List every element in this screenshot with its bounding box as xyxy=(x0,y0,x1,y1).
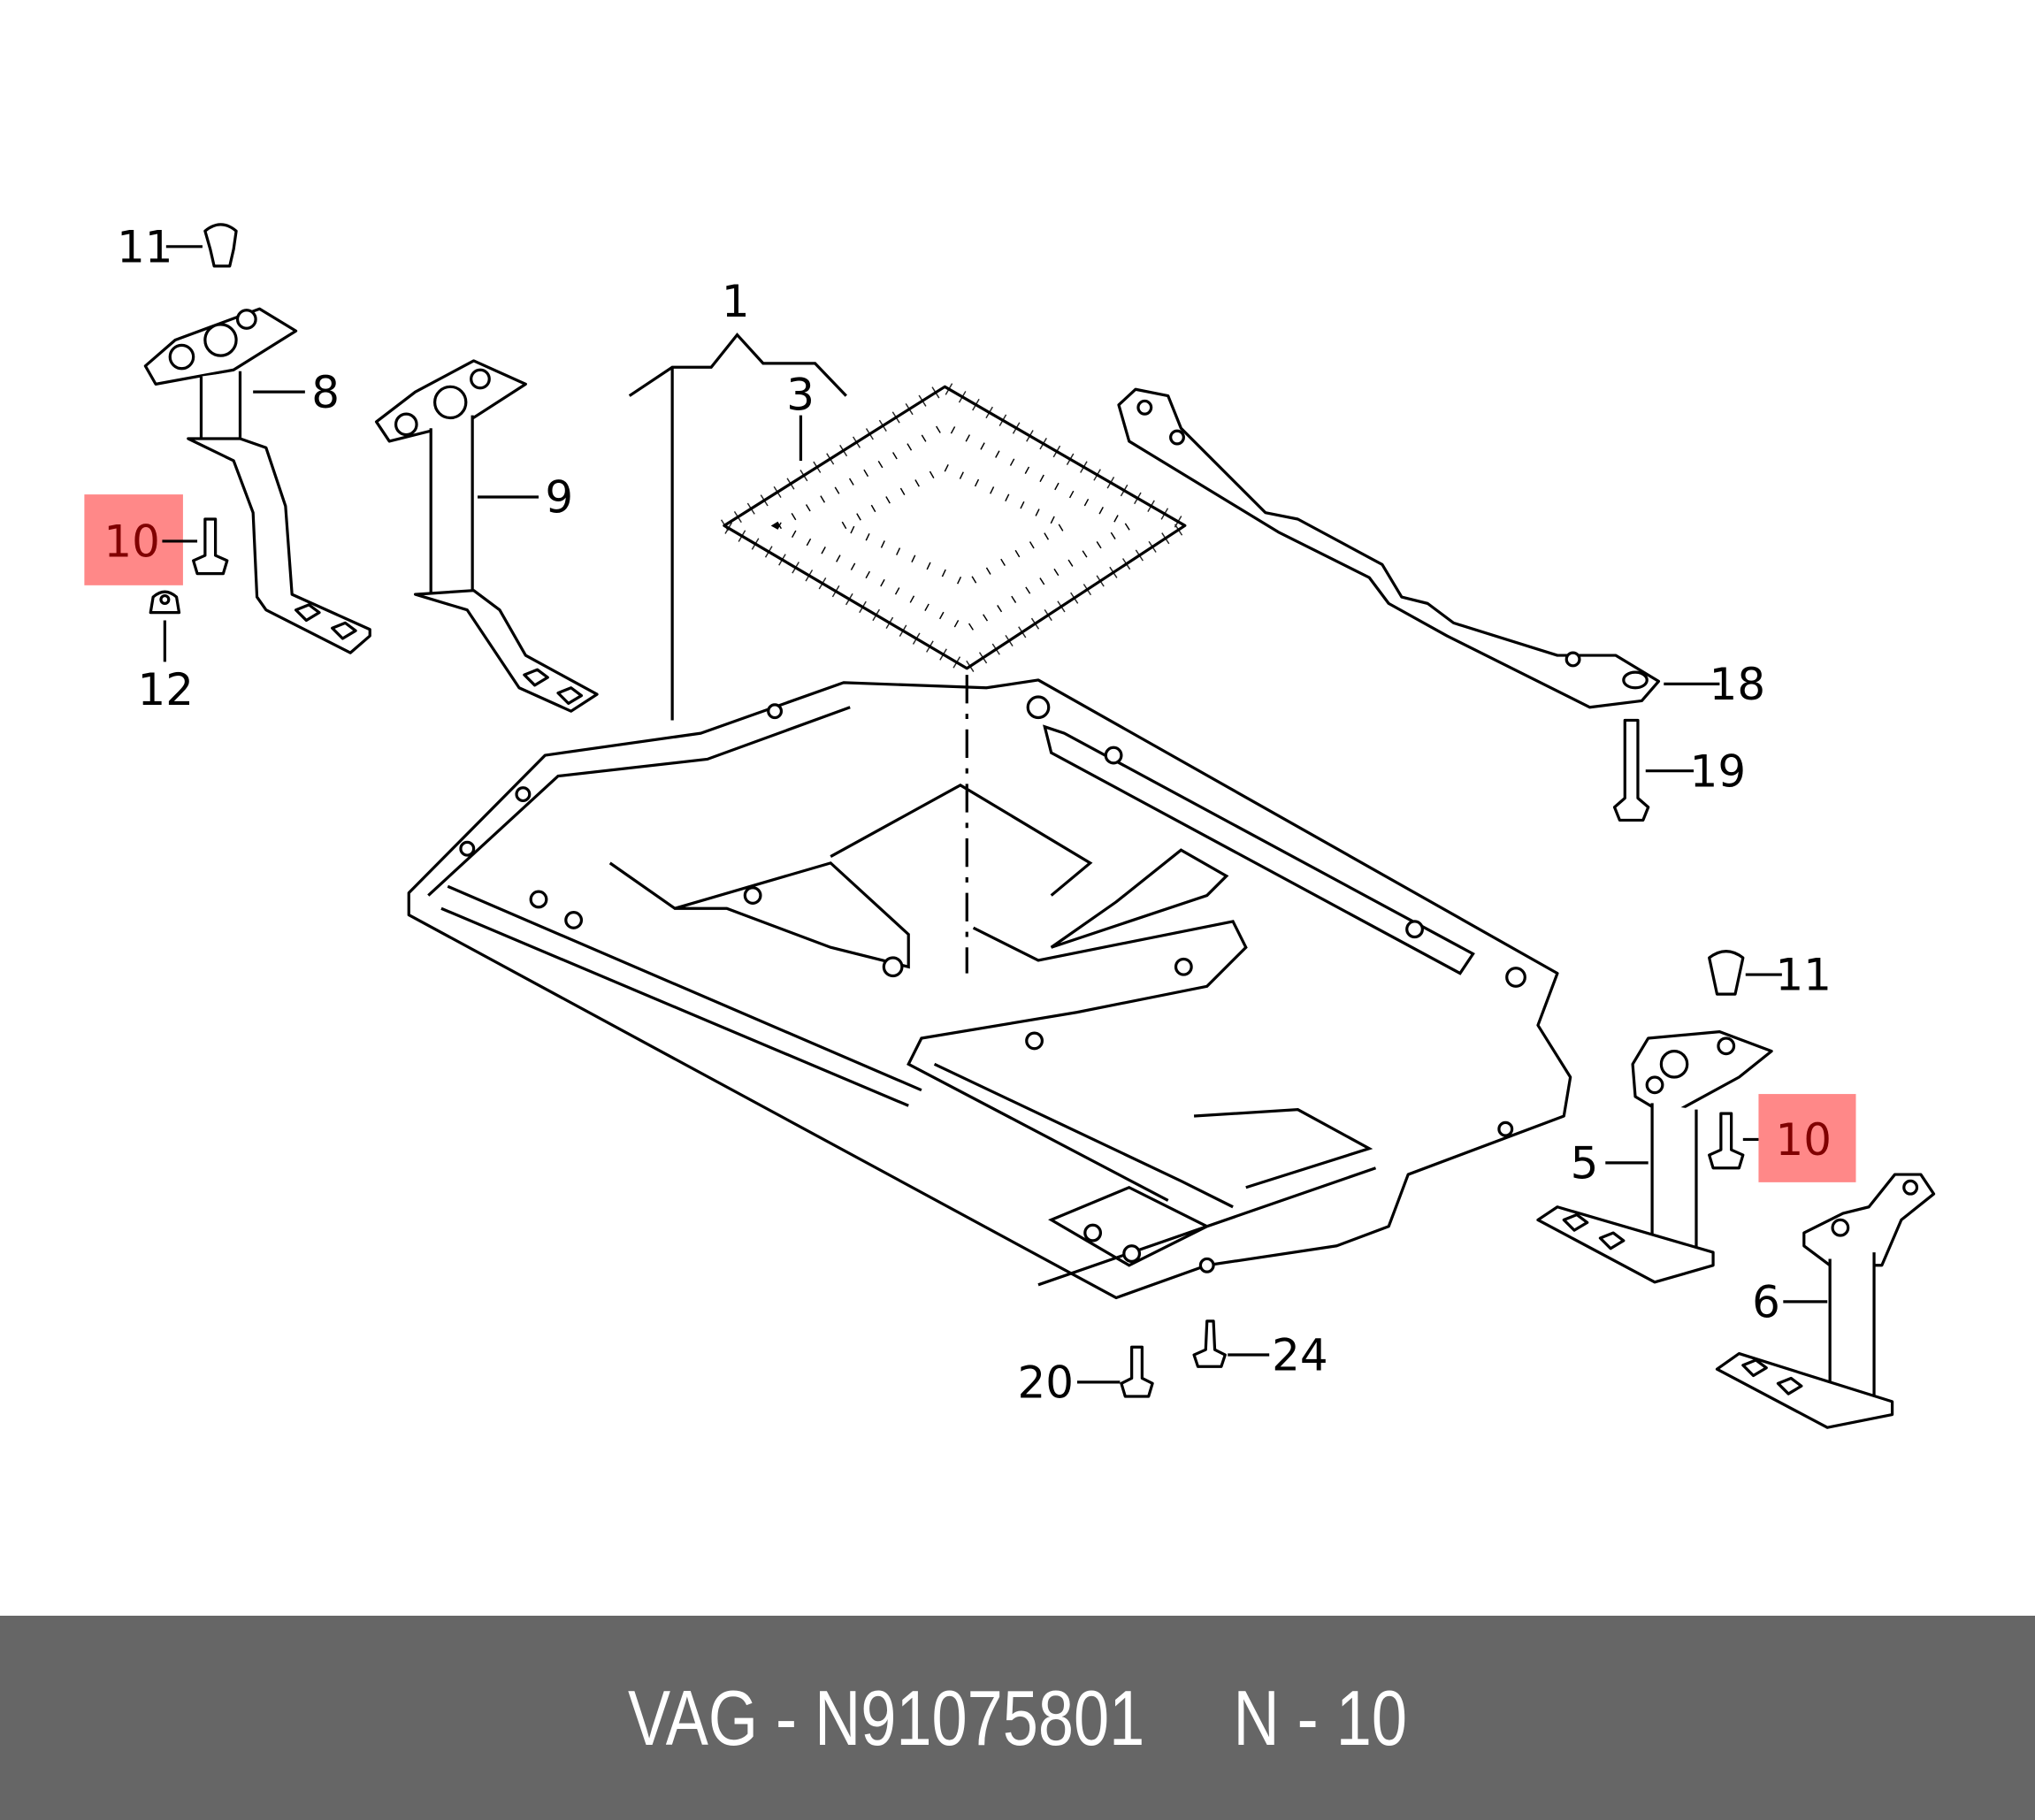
highlight-box-right xyxy=(1758,1094,1856,1182)
callout-10-left: 10 xyxy=(103,516,159,568)
callout-19: 19 xyxy=(1690,746,1746,797)
callout-18: 18 xyxy=(1710,659,1765,710)
callout-1: 1 xyxy=(722,276,750,327)
callout-20: 20 xyxy=(1018,1357,1074,1408)
callout-11-right: 11 xyxy=(1776,950,1832,1001)
fasteners xyxy=(149,223,1745,1398)
footer-bar: VAG - N91075801 N - 10 xyxy=(0,1616,2035,1820)
callout-24: 24 xyxy=(1272,1330,1327,1381)
leader-lines xyxy=(162,245,1828,1384)
callout-3: 3 xyxy=(786,370,815,421)
callout-12: 12 xyxy=(138,664,194,715)
part-number-caption: VAG - N91075801 N - 10 xyxy=(627,1673,1408,1762)
callout-5: 5 xyxy=(1571,1137,1599,1189)
underbody-guard xyxy=(407,678,1572,1300)
bracket-9 xyxy=(374,359,599,713)
callout-9: 9 xyxy=(545,472,573,524)
callout-11-top: 11 xyxy=(117,221,172,272)
callout-6: 6 xyxy=(1752,1276,1780,1327)
parts-diagram: 11 8 9 10 12 1 3 18 19 11 10 5 6 20 24 xyxy=(84,221,1936,1429)
bracket-8 xyxy=(143,307,371,654)
insulation-mat xyxy=(711,379,1197,974)
cross-member xyxy=(1117,387,1661,709)
bracket-6 xyxy=(1715,1173,1936,1429)
bracket-5 xyxy=(1536,1030,1773,1284)
callout-10-right: 10 xyxy=(1776,1114,1832,1166)
callout-8: 8 xyxy=(311,367,340,418)
